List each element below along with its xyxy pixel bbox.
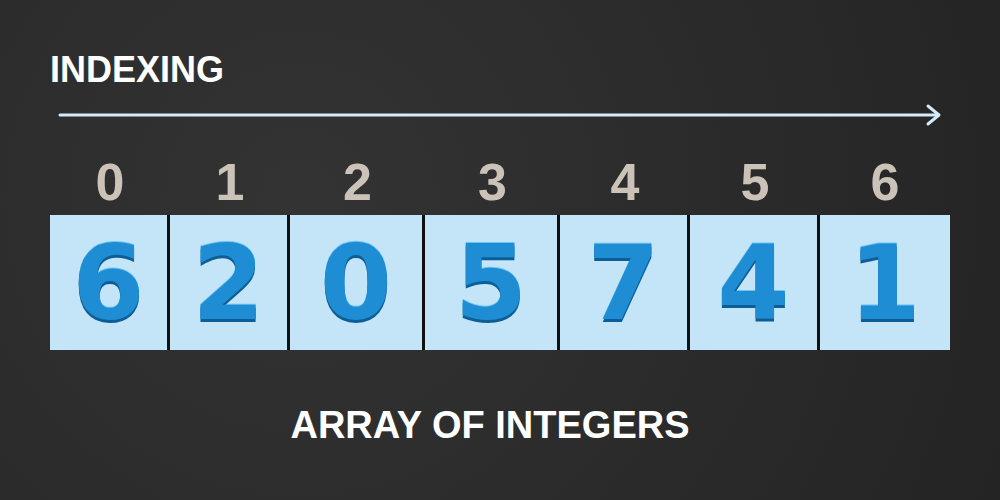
index-number: 6 [825, 156, 945, 208]
array-value: 0 [320, 231, 392, 335]
array-value: 2 [192, 231, 264, 335]
array-cell: 0 [290, 215, 425, 350]
array-value: 7 [587, 231, 659, 335]
array-cell: 2 [170, 215, 290, 350]
array-value: 6 [72, 231, 144, 335]
array-cell: 7 [560, 215, 690, 350]
index-number: 0 [50, 156, 170, 208]
arrow-line [60, 114, 936, 117]
array-value: 1 [849, 231, 921, 335]
index-number: 3 [433, 156, 553, 208]
index-number: 2 [298, 156, 418, 208]
array-cell: 1 [820, 215, 950, 350]
index-number: 1 [170, 156, 290, 208]
arrow-head [928, 106, 939, 124]
index-number: 4 [565, 156, 685, 208]
title: INDEXING [50, 52, 224, 88]
array-cell: 5 [425, 215, 560, 350]
array-cell: 6 [50, 215, 170, 350]
array-value: 4 [717, 231, 789, 335]
array-value: 5 [455, 231, 527, 335]
index-number: 5 [695, 156, 815, 208]
caption: ARRAY OF INTEGERS [0, 406, 980, 444]
array-cell: 4 [690, 215, 820, 350]
